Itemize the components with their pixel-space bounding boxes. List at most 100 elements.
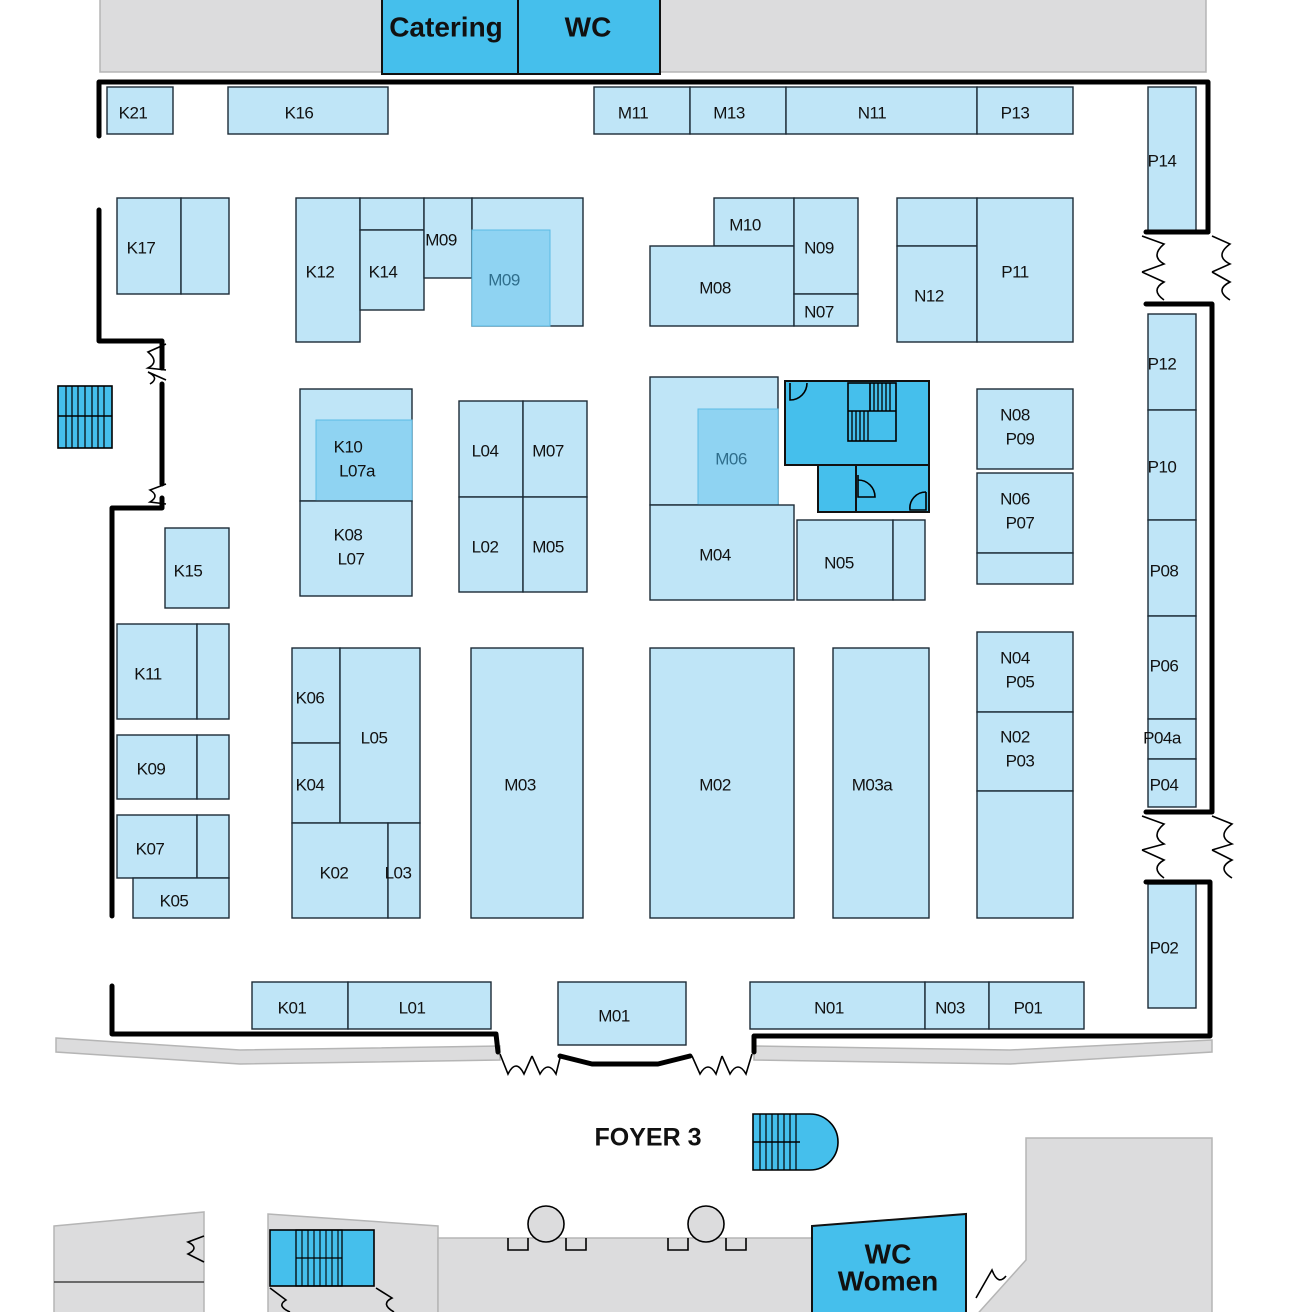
- booth-38: [1147, 409, 1197, 521]
- booth-label-n12: N12: [914, 286, 944, 305]
- booth-37: [976, 552, 1074, 585]
- booth-label-p04a: P04a: [1143, 728, 1182, 747]
- booth-40: [164, 527, 230, 609]
- booth-label-k04: K04: [296, 775, 325, 794]
- booth-label-p13: P13: [1001, 103, 1030, 122]
- booth-label-l07: L07: [338, 549, 365, 568]
- booth-63: [251, 981, 349, 1030]
- booth-label-m08: M08: [699, 278, 731, 297]
- booth-label-k15: K15: [174, 561, 203, 580]
- booth-7: [116, 197, 182, 295]
- booth-label-l03: L03: [385, 863, 412, 882]
- booth-label-n08: N08: [1000, 405, 1030, 424]
- booth-1: [227, 86, 389, 135]
- booth-43: [116, 734, 198, 800]
- booth-10: [359, 197, 425, 231]
- booth-36: [976, 472, 1074, 554]
- booth-12: [423, 197, 473, 279]
- booth-27: [522, 400, 588, 498]
- booth-21: [976, 197, 1074, 343]
- catering-area: [381, 0, 519, 75]
- booth-26: [458, 400, 524, 498]
- door-icon: [145, 235, 1235, 1312]
- booth-17: [793, 197, 859, 295]
- booth-label-k16: K16: [285, 103, 314, 122]
- booth-label-p04: P04: [1150, 775, 1179, 794]
- booth-label-l02: L02: [472, 537, 499, 556]
- booth-label-l01: L01: [399, 998, 426, 1017]
- booth-61: [1147, 758, 1197, 808]
- booth-label-k17: K17: [127, 238, 156, 257]
- booth-35: [976, 388, 1074, 470]
- booth-label-m01: M01: [598, 1006, 630, 1025]
- booth-label-k08: K08: [334, 525, 363, 544]
- booth-labels: K21 K16 M11 M13 N11 P13 P14 K17 K12 K14 …: [119, 103, 1183, 1025]
- booth-55: [832, 647, 930, 919]
- booth-label-p07: P07: [1006, 513, 1035, 532]
- booth-label-n05: N05: [824, 553, 854, 572]
- booth-label-k10: K10: [334, 437, 363, 456]
- wc-women-label-2: Women: [838, 1265, 939, 1296]
- wc-area: [517, 0, 661, 75]
- booth-56: [976, 631, 1074, 713]
- booth-34: [892, 519, 926, 601]
- booth-3: [689, 86, 787, 135]
- storage-room-2: [855, 464, 930, 513]
- booth-label-k05: K05: [160, 891, 189, 910]
- booth-46: [196, 814, 230, 879]
- stairs-icon: [847, 382, 897, 442]
- booth-label-k02: K02: [320, 863, 349, 882]
- booth-50: [339, 647, 421, 824]
- booth-label-p11: P11: [1001, 262, 1029, 281]
- booth-label-k14: K14: [369, 262, 398, 281]
- booth-label-p03: P03: [1006, 751, 1035, 770]
- booth-39: [1147, 519, 1197, 617]
- booth-42: [196, 623, 230, 720]
- booth-label-n07: N07: [804, 302, 834, 321]
- booth-16: [649, 245, 795, 327]
- booth-label-k01: K01: [278, 998, 307, 1017]
- booth-label-n11: N11: [858, 103, 886, 122]
- booth-label-m09-small: M09: [425, 230, 457, 249]
- booth-47: [132, 877, 230, 919]
- booth-18: [793, 293, 859, 327]
- booth-label-m05: M05: [532, 537, 564, 556]
- booth-label-p05: P05: [1006, 672, 1035, 691]
- lower-right-room: [978, 1137, 1213, 1312]
- booth-label-n06: N06: [1000, 489, 1030, 508]
- booth-64: [347, 981, 492, 1030]
- lower-left-room: [53, 1211, 205, 1312]
- stairs-icon: [269, 1229, 375, 1287]
- hall-walls: [96, 79, 1215, 1067]
- booth-label-p12: P12: [1148, 354, 1177, 373]
- booth-4: [785, 86, 978, 135]
- booth-label-n04: N04: [1000, 648, 1030, 667]
- catering-label: Catering: [389, 11, 503, 42]
- booth-15: [713, 197, 795, 247]
- booth-24: [315, 419, 413, 502]
- booth-62: [1147, 883, 1197, 1009]
- booth-52: [387, 822, 421, 919]
- booth-label-l04: L04: [472, 441, 499, 460]
- booth-label-m06: M06: [715, 449, 747, 468]
- booth-20: [896, 245, 978, 343]
- booth-label-m04: M04: [699, 545, 731, 564]
- booth-22: [1147, 313, 1197, 411]
- booth-label-p02: P02: [1150, 938, 1179, 957]
- booth-label-m03: M03: [504, 775, 536, 794]
- booth-2: [593, 86, 691, 135]
- booth-label-k12: K12: [306, 262, 335, 281]
- wc-women-label-1: WC: [865, 1238, 912, 1269]
- stairs-icon: [752, 1113, 839, 1171]
- booth-25: [299, 500, 413, 597]
- booth-44: [196, 734, 230, 800]
- wc-label: WC: [565, 11, 612, 42]
- booth-54: [649, 647, 795, 919]
- booth-8: [180, 197, 230, 295]
- booth-label-n09: N09: [804, 238, 834, 257]
- booth-label-m02: M02: [699, 775, 731, 794]
- booth-9: [295, 197, 361, 343]
- booth-32: [649, 504, 795, 601]
- booth-label-p08: P08: [1150, 561, 1179, 580]
